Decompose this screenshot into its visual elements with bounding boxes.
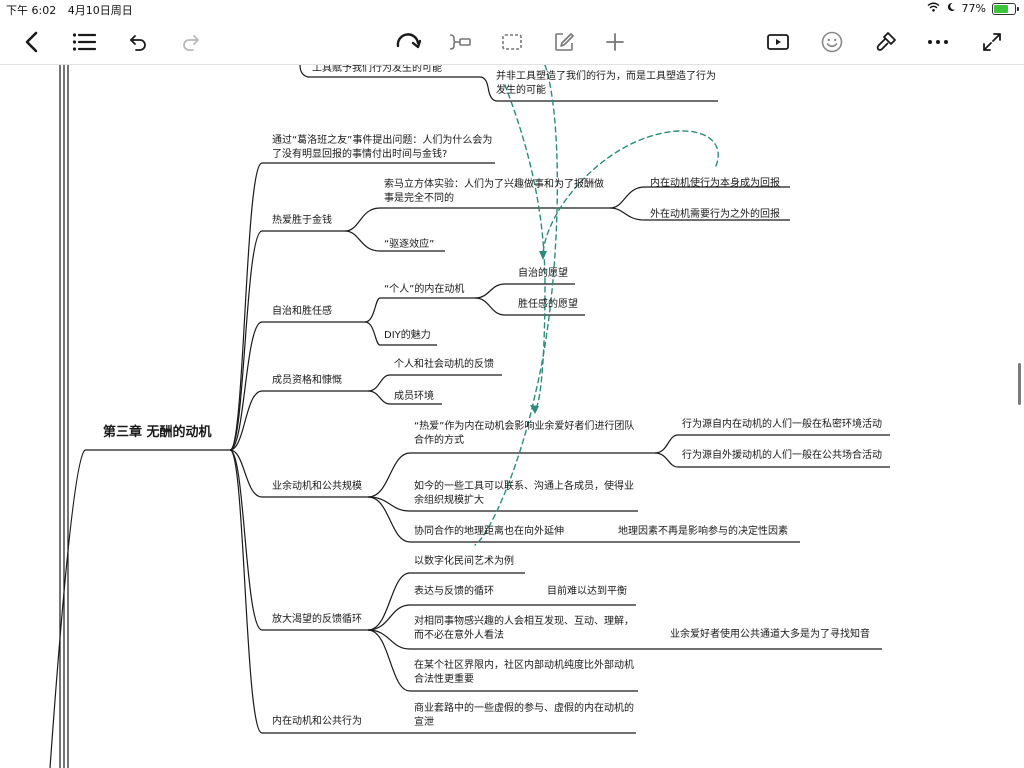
node-geography-not-decisive[interactable]: 地理因素不再是影响参与的决定性因素 [618,526,788,537]
edit-button[interactable] [548,26,580,58]
rotate-button[interactable] [392,26,424,58]
node-hard-to-balance[interactable]: 目前难以达到平衡 [547,586,627,597]
undo-icon [130,35,146,51]
node-public-activity[interactable]: 行为源自外援动机的人们一般在公共场合活动 [682,450,882,461]
branch-autonomy-competence[interactable]: 自治和胜任感 [272,306,332,317]
edit-icon [555,33,574,51]
node-seek-kindred[interactable]: 业余爱好者使用公共通道大多是为了寻找知音 [670,629,870,640]
node-crowding-out-effect[interactable]: “驱逐效应” [384,239,435,250]
status-time: 下午 6:02 [6,4,57,17]
branch-membership-generosity[interactable]: 成员资格和慷慨 [272,375,342,386]
expand-button[interactable] [976,26,1008,58]
node-autonomy-desire[interactable]: 自治的愿望 [518,268,568,279]
node-personal-motivation[interactable]: “个人”的内在动机 [384,284,465,295]
node-social-feedback[interactable]: 个人和社会动机的反馈 [394,359,494,370]
vertical-scrollbar[interactable] [1018,363,1021,405]
list-icon [72,33,96,51]
node-intrinsic-motivation[interactable]: 内在动机使行为本身成为回报 [650,178,780,189]
plus-icon [606,33,624,51]
add-button[interactable] [599,26,631,58]
status-date: 4月10日周日 [67,4,133,17]
root-topic[interactable]: 第三章 无酬的动机 [103,425,212,440]
node-digital-folk-art[interactable]: 以数字化民间艺术为例 [414,556,514,567]
branch-intrinsic-public-behavior[interactable]: 内在动机和公共行为 [272,716,362,727]
more-icon [928,40,948,44]
node-competence-desire[interactable]: 胜任感的愿望 [518,299,578,310]
node-extrinsic-motivation[interactable]: 外在动机需要行为之外的回报 [650,209,780,220]
node-private-activity[interactable]: 行为源自内在动机的人们一般在私密环境活动 [682,419,882,430]
node-passion-teamwork[interactable]: “热爱”作为内在动机会影响业余爱好者们进行团队合作的方式 [414,421,635,446]
status-bar: 下午 6:02 4月10日周日 77% [0,0,1024,18]
expand-icon [983,33,1001,51]
wifi-icon [927,2,940,15]
branch-love-over-money[interactable]: 热爱胜于金钱 [272,215,332,226]
battery-percent: 77% [961,2,986,15]
top-node-b[interactable]: 并非工具塑造了我们的行为，而是工具塑造了行为发生的可能 [496,71,716,96]
moon-icon [946,2,956,15]
node-diy-charm[interactable]: DIY的魅力 [384,330,431,341]
mindmap-connectors [49,65,890,768]
node-expression-feedback[interactable]: 表达与反馈的循环 [414,586,494,597]
branch-amateur-public-scale[interactable]: 业余动机和公共规模 [272,481,362,492]
boundary-button[interactable] [444,26,476,58]
boundary-icon [449,34,471,50]
selection-button[interactable] [496,26,528,58]
outline-button[interactable] [68,26,100,58]
emoji-button[interactable] [816,26,848,58]
play-icon [767,34,789,50]
branch-question[interactable]: 通过“葛洛班之友”事件提出问题：人们为什么会为了没有明显回报的事情付出时间与金钱… [272,135,493,160]
top-node-a[interactable]: 工具赋予我们行为发生的可能 [312,65,442,74]
undo-button[interactable] [122,26,154,58]
node-community-purity[interactable]: 在某个社区界限内，社区内部动机纯度比外部动机合法性更重要 [414,660,634,685]
emoji-icon [821,31,843,53]
brush-icon [876,32,896,51]
more-button[interactable] [922,26,954,58]
toolbar [0,18,1024,65]
node-geographic-distance[interactable]: 协同合作的地理距离也在向外延伸 [414,526,564,537]
selection-icon [502,34,522,50]
chevron-left-icon [25,31,38,53]
redo-button[interactable] [175,26,207,58]
node-member-environment[interactable]: 成员环境 [394,391,434,402]
redo-icon [183,35,199,51]
mindmap-canvas[interactable]: 工具赋予我们行为发生的可能 并非工具塑造了我们的行为，而是工具塑造了行为发生的可… [0,65,1024,768]
branch-feedback-loop[interactable]: 放大渴望的反馈循环 [272,614,362,625]
node-tools-scale[interactable]: 如今的一些工具可以联系、沟通上各成员，使得业余组织规模扩大 [414,481,634,506]
node-commercial-fake[interactable]: 商业套路中的一些虚假的参与、虚假的内在动机的宣泄 [414,703,634,728]
rotate-icon [396,33,421,49]
style-button[interactable] [870,26,902,58]
node-soma-experiment[interactable]: 索马立方体实验：人们为了兴趣做事和为了报酬做事是完全不同的 [384,179,604,204]
battery-icon [992,2,1019,15]
node-shared-interest[interactable]: 对相同事物感兴趣的人会相互发现、互动、理解，而不必在意外人看法 [414,616,634,641]
play-button[interactable] [762,26,794,58]
back-button[interactable] [16,26,48,58]
